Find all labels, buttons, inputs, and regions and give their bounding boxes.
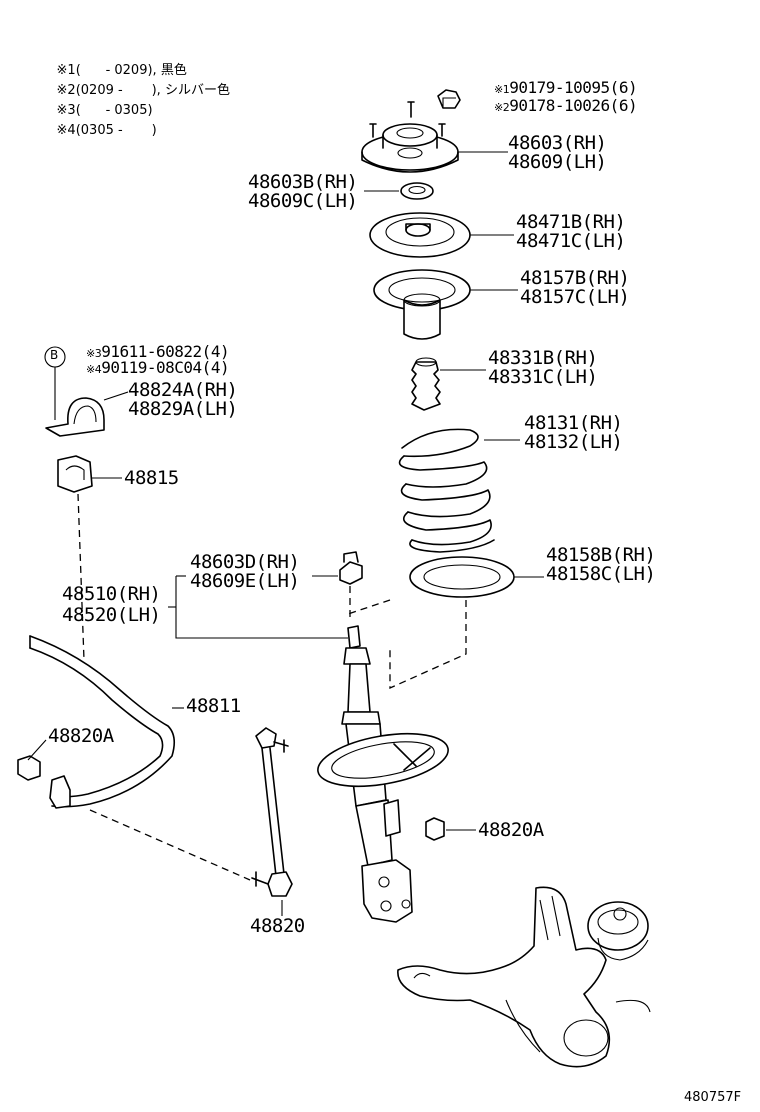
upper-nut-1-mark: ※1 <box>494 83 510 96</box>
part-label-bolt-4: ※490119-08C04(4) <box>86 358 230 380</box>
stabilizer-bar-drawing <box>29 493 184 809</box>
upper-insulator-drawing <box>369 212 514 258</box>
note-2: ※2(0209 - ), シルバー色 <box>40 64 230 118</box>
note-2-mark: ※2 <box>56 83 76 98</box>
bolt-3-number: 91611-60822(4) <box>101 342 230 361</box>
bracket-drawing <box>44 346 129 437</box>
note-4-text: (0305 - ) <box>75 123 157 138</box>
steering-knuckle-drawing <box>397 886 651 1068</box>
part-label-lower-insulator-lh: 48158C(LH) <box>546 563 656 585</box>
upper-nut-2-mark: ※2 <box>494 101 510 114</box>
note-2-text: (0209 - ), シルバー色 <box>75 83 230 98</box>
part-label-nut-a-left: 48820A <box>48 725 114 747</box>
part-label-spring-rh: 48131(RH) <box>524 412 623 434</box>
part-label-nut-e-lh: 48609E(LH) <box>190 570 300 592</box>
link-nut-right-drawing <box>425 817 476 841</box>
part-label-support-lh: 48609(LH) <box>508 151 607 173</box>
strut-nut-drawing <box>312 551 363 620</box>
part-label-lower-insulator-rh: 48158B(RH) <box>546 544 656 566</box>
part-label-washer-lh: 48609C(LH) <box>248 190 358 212</box>
stabilizer-link-drawing <box>89 727 293 916</box>
bound-bumper-drawing <box>411 357 486 411</box>
part-label-nut-a-right: 48820A <box>478 819 544 841</box>
note-4: ※4(0305 - ) <box>40 104 157 158</box>
note-3-mark: ※3 <box>56 103 76 118</box>
coil-spring-drawing <box>398 428 520 553</box>
part-label-link: 48820 <box>250 915 305 937</box>
part-label-seat-lh: 48157C(LH) <box>520 286 630 308</box>
part-label-insulator-lh: 48471C(LH) <box>516 230 626 252</box>
callout-b: B <box>50 348 59 362</box>
bolt-4-number: 90119-08C04(4) <box>101 358 230 377</box>
figure-id: 480757F <box>684 1090 742 1105</box>
upper-nut-1-number: 90179-10095(6) <box>509 78 638 97</box>
part-label-upper-nut-2: ※290178-10026(6) <box>494 96 638 118</box>
part-label-insulator-rh: 48471B(RH) <box>516 211 626 233</box>
note-3: ※3( - 0305) <box>40 84 153 138</box>
spring-seat-drawing <box>373 269 518 340</box>
part-label-bushing: 48815 <box>124 467 179 489</box>
washer-drawing <box>364 182 434 200</box>
note-1-text: ( - 0209), 黒色 <box>75 63 187 78</box>
note-1: ※1( - 0209), 黒色 <box>40 44 187 98</box>
note-4-mark: ※4 <box>56 123 76 138</box>
part-label-seat-rh: 48157B(RH) <box>520 267 630 289</box>
bolt-4-mark: ※4 <box>86 363 102 376</box>
part-label-washer-rh: 48603B(RH) <box>248 171 358 193</box>
note-3-text: ( - 0305) <box>75 103 153 118</box>
upper-nut-2-number: 90178-10026(6) <box>509 96 638 115</box>
part-label-upper-nut-1: ※190179-10095(6) <box>494 78 638 100</box>
part-label-bracket-lh: 48829A(LH) <box>128 398 238 420</box>
note-1-mark: ※1 <box>56 63 76 78</box>
bolt-3-mark: ※3 <box>86 347 102 360</box>
part-label-stabilizer-bar: 48811 <box>186 695 241 717</box>
part-label-bracket-rh: 48824A(RH) <box>128 379 238 401</box>
upper-nut-drawing <box>437 89 461 109</box>
part-label-strut-lh: 48520(LH) <box>62 604 161 626</box>
part-label-bumper-rh: 48331B(RH) <box>488 347 598 369</box>
part-label-bolt-3: ※391611-60822(4) <box>86 342 230 364</box>
part-label-nut-d-rh: 48603D(RH) <box>190 551 300 573</box>
part-label-bumper-lh: 48331C(LH) <box>488 366 598 388</box>
strut-assembly-drawing <box>168 575 449 923</box>
part-label-strut-rh: 48510(RH) <box>62 583 161 605</box>
support-mount-drawing <box>361 101 508 173</box>
lower-insulator-drawing <box>347 556 544 690</box>
bushing-left-drawing <box>17 739 47 781</box>
part-label-spring-lh: 48132(LH) <box>524 431 623 453</box>
stabilizer-bushing-drawing <box>57 455 122 493</box>
part-label-support-rh: 48603(RH) <box>508 132 607 154</box>
